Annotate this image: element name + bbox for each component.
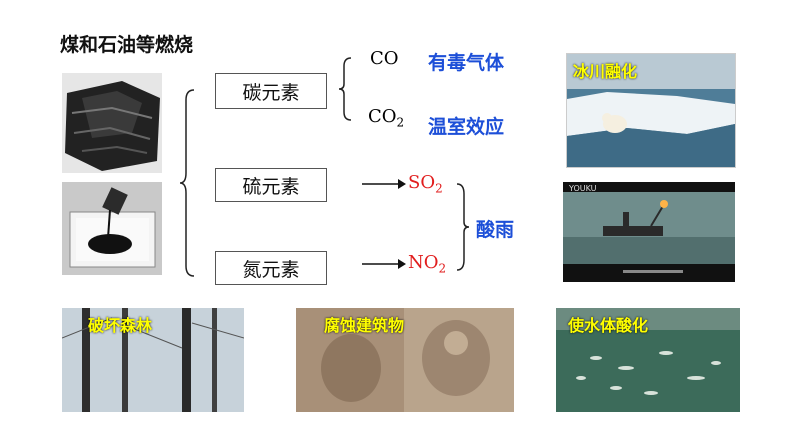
water-photo: 使水体酸化 bbox=[556, 308, 740, 412]
co2-formula: CO2 bbox=[368, 106, 405, 130]
page-title: 煤和石油等燃烧 bbox=[60, 34, 194, 56]
nitrogen-element-label: 氮元素 bbox=[242, 258, 300, 281]
sulfur-element-box: 硫元素 bbox=[215, 168, 327, 202]
left-brace bbox=[179, 89, 195, 277]
greenhouse-label: 温室效应 bbox=[428, 116, 505, 138]
nitrogen-element-box: 氮元素 bbox=[215, 251, 327, 285]
toxic-gas-label: 有毒气体 bbox=[428, 52, 505, 74]
building-photo: 腐蚀建筑物 bbox=[296, 308, 514, 412]
carbon-brace bbox=[338, 57, 352, 121]
forest-photo: 破坏森林 bbox=[62, 308, 244, 412]
oil-rig-photo: YOUKU bbox=[563, 182, 735, 282]
oil-photo bbox=[62, 182, 162, 275]
nitrogen-arrow bbox=[362, 259, 406, 269]
acid-rain-label: 酸雨 bbox=[476, 219, 515, 241]
glacier-caption: 冰川融化 bbox=[573, 62, 638, 81]
acid-rain-brace bbox=[456, 183, 470, 271]
sulfur-element-label: 硫元素 bbox=[242, 175, 300, 198]
water-caption: 使水体酸化 bbox=[568, 316, 649, 335]
building-caption: 腐蚀建筑物 bbox=[324, 316, 405, 335]
so2-formula: SO2 bbox=[408, 172, 443, 196]
carbon-element-box: 碳元素 bbox=[215, 73, 327, 109]
forest-caption: 破坏森林 bbox=[88, 316, 153, 335]
co-formula: CO bbox=[370, 48, 399, 69]
carbon-element-label: 碳元素 bbox=[242, 81, 300, 104]
video-logo: YOUKU bbox=[569, 184, 597, 193]
coal-photo bbox=[62, 73, 162, 173]
glacier-photo: 冰川融化 bbox=[566, 53, 736, 168]
sulfur-arrow bbox=[362, 179, 406, 189]
no2-formula: NO2 bbox=[408, 252, 447, 276]
